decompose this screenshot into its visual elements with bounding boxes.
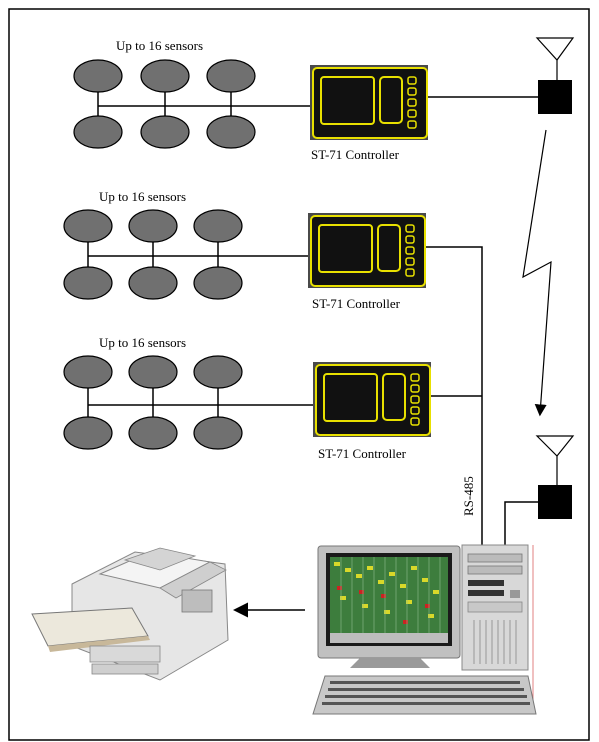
sensor-node [63, 355, 113, 389]
antenna-icon [535, 37, 575, 80]
st71-controller-2 [307, 212, 427, 289]
printer-icon [31, 547, 229, 681]
sensor-node [140, 59, 190, 93]
radio-modem-icon [538, 80, 572, 114]
sensor-group-label-2: Up to 16 sensors [99, 189, 187, 204]
controller-label-1: ST-71 Controller [311, 147, 399, 162]
sensor-network-row-2 [63, 209, 483, 545]
sensor-node [193, 355, 243, 389]
rs485-bus-label: RS-485 [461, 476, 476, 516]
sensor-node [63, 209, 113, 243]
sensor-node [73, 59, 123, 93]
sensor-node [128, 266, 178, 300]
st71-controller-3 [312, 361, 432, 438]
sensor-node [73, 115, 123, 149]
keyboard-icon [312, 675, 537, 715]
sensor-node [193, 416, 243, 450]
monitor-icon [317, 545, 461, 668]
sensor-node [206, 59, 256, 93]
radio-modem-icon [538, 485, 572, 519]
sensor-node [128, 209, 178, 243]
sensor-node [193, 209, 243, 243]
sensor-node [63, 266, 113, 300]
antenna-icon [535, 435, 575, 485]
sensor-node [140, 115, 190, 149]
sensor-network-row-1 [73, 59, 538, 149]
sensor-node [63, 416, 113, 450]
sensor-group-label-1: Up to 16 sensors [116, 38, 204, 53]
sensor-network-row-3 [63, 355, 482, 450]
outer-border [8, 8, 590, 741]
controller-label-2: ST-71 Controller [312, 296, 400, 311]
wireless-link-icon [522, 129, 552, 417]
sensor-group-label-3: Up to 16 sensors [99, 335, 187, 350]
sensor-node [206, 115, 256, 149]
controller-label-3: ST-71 Controller [318, 446, 406, 461]
pc-workstation-icon [461, 544, 534, 700]
sensor-node [193, 266, 243, 300]
sensor-node [128, 355, 178, 389]
st71-controller-1 [309, 64, 429, 141]
sensor-node [128, 416, 178, 450]
